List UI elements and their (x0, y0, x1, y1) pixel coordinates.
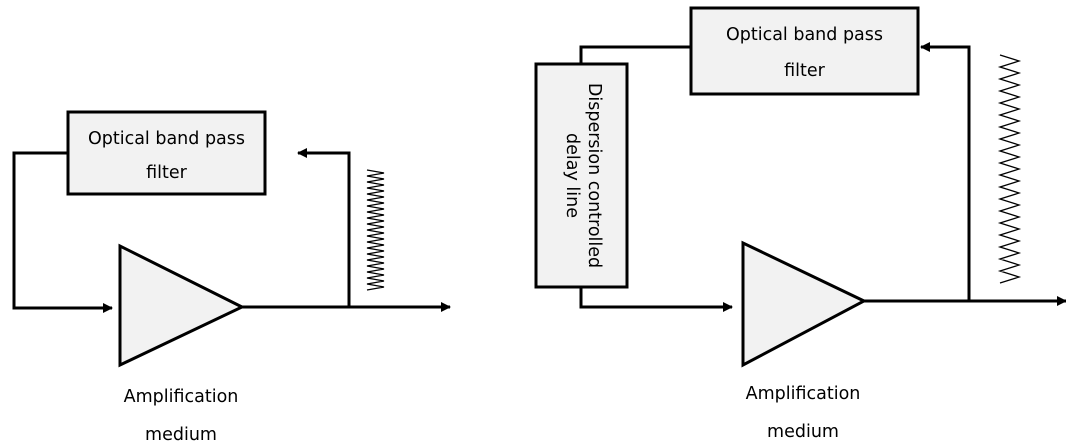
right-amplifier-label-line2: medium (767, 422, 839, 442)
right-amplifier-triangle (741, 240, 868, 368)
left-filter-label-line1: Optical band pass (88, 129, 245, 149)
left-feedback-wire-to-amplifier (12, 151, 113, 313)
left-filter-label-line2: filter (146, 163, 188, 183)
left-amplifier-label-line2: medium (145, 425, 217, 445)
left-spectrum-waveform (366, 169, 385, 291)
left-diagram: Optical band pass filter Amplification m… (12, 110, 451, 445)
right-tap-wire-to-filter (920, 42, 971, 301)
right-filter-to-delay-wire (579, 45, 691, 64)
right-filter-label-line1: Optical band pass (726, 25, 883, 45)
right-filter-label-line2: filter (784, 61, 826, 81)
right-diagram: Optical band pass filter Dispersion cont… (534, 6, 1066, 442)
right-amplifier-label-line1: Amplification (746, 384, 861, 404)
left-amplifier-triangle (118, 243, 246, 368)
right-spectrum-waveform (997, 54, 1022, 284)
right-delay-label-line1: Dispersion controlled (584, 83, 604, 268)
right-delay-line-box (534, 62, 629, 289)
left-tap-wire-to-filter (297, 148, 351, 307)
left-filter-box (66, 110, 267, 196)
right-delay-to-amplifier-wire (579, 287, 733, 312)
right-delay-label-line2: delay line (562, 133, 582, 218)
left-amplifier-label-line1: Amplification (124, 387, 239, 407)
right-filter-box (689, 6, 920, 96)
